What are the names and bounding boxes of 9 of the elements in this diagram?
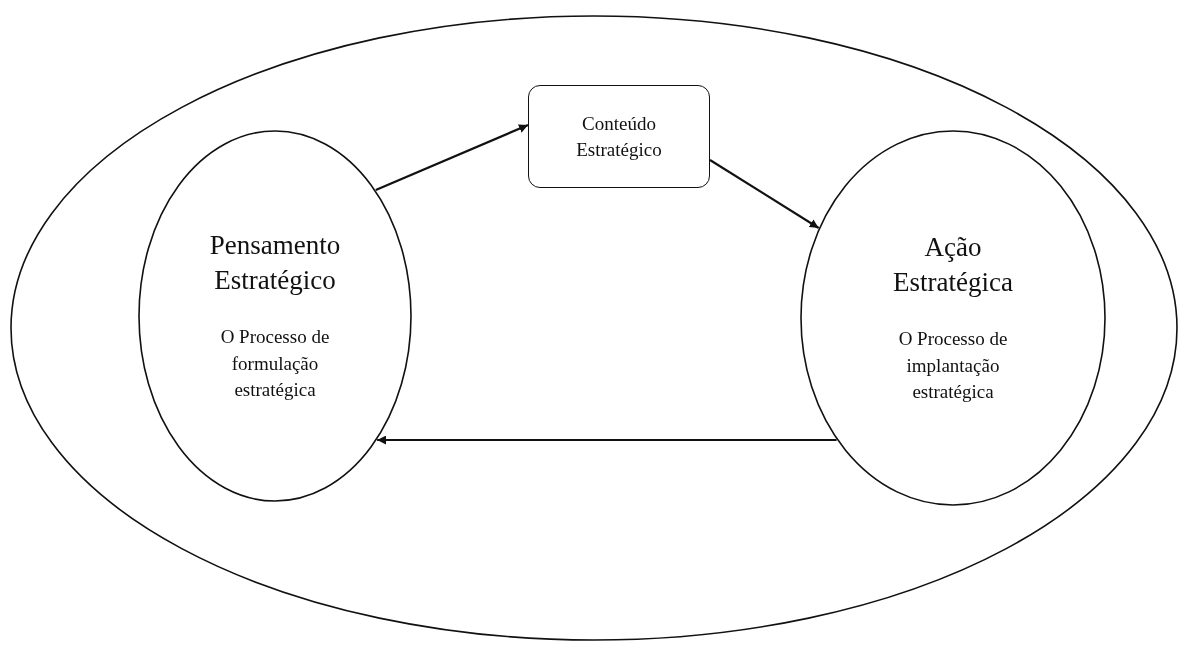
arrow: [377, 435, 837, 445]
arrow: [709, 159, 820, 229]
rounded-box-node: [528, 85, 710, 188]
arrow: [375, 124, 529, 191]
node-heading: Ação Estratégica: [892, 231, 1014, 300]
node-label: Conteúdo Estratégico: [575, 111, 663, 162]
node-description: O Processo de implantação estratégica: [897, 327, 1009, 405]
node-heading: Pensamento Estratégico: [208, 229, 342, 298]
node-description: O Processo de formulação estratégica: [219, 325, 331, 403]
